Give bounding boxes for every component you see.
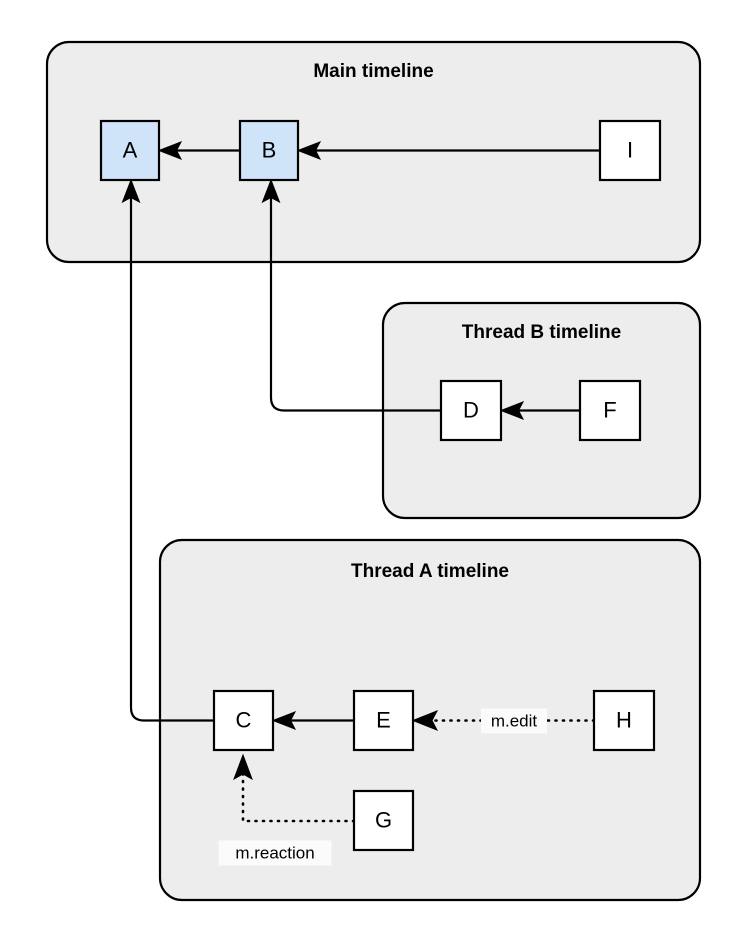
- node-i-label: I: [627, 137, 633, 162]
- node-i-box: [598, 119, 662, 182]
- node-c-box: [212, 689, 275, 752]
- node-f-box: [578, 379, 642, 442]
- node-g-box: [352, 789, 415, 852]
- node-e[interactable]: E: [352, 689, 415, 752]
- edge-b-to-a-arrowhead: [157, 141, 183, 160]
- container-thread-a-timeline-title: Thread A timeline: [351, 561, 509, 582]
- edge-g-to-c-label-bg: [218, 840, 332, 866]
- edge-d-to-b-arrowhead: [261, 178, 281, 204]
- node-g[interactable]: G: [352, 789, 415, 852]
- node-b-box: [238, 119, 300, 182]
- node-a-box: [99, 119, 161, 182]
- node-c[interactable]: C: [212, 689, 275, 752]
- container-thread-b-timeline-title: Thread B timeline: [462, 322, 621, 343]
- node-c-label: C: [236, 707, 252, 732]
- node-e-label: E: [376, 707, 391, 732]
- edge-h-to-e-label-bg: [481, 708, 547, 734]
- container-main-timeline-title: Main timeline: [313, 61, 433, 82]
- node-h-box: [592, 689, 656, 752]
- node-d-label: D: [463, 397, 479, 422]
- edge-i-to-b-arrowhead: [296, 141, 322, 160]
- node-b-label: B: [262, 137, 277, 162]
- edge-c-to-a-arrowhead: [121, 178, 141, 204]
- node-d[interactable]: D: [439, 379, 503, 442]
- edge-e-to-c-arrowhead: [271, 711, 297, 730]
- edge-g-to-c-arrowhead: [233, 753, 253, 781]
- container-main-timeline[interactable]: Main timeline: [45, 40, 702, 264]
- container-main-timeline-shape: [45, 40, 702, 264]
- edge-g-to-c-line: [241, 770, 356, 823]
- edge-c-to-a[interactable]: [121, 178, 215, 722]
- edge-g-to-c-label: m.reaction: [235, 843, 314, 862]
- node-a-label: A: [123, 137, 138, 162]
- edge-h-to-e-label: m.edit: [491, 711, 538, 730]
- edge-c-to-a-line: [129, 197, 214, 722]
- edge-e-to-c[interactable]: [271, 711, 354, 730]
- edge-d-to-b-line: [269, 197, 441, 412]
- edge-i-to-b[interactable]: [296, 141, 600, 160]
- edge-h-to-e-arrowhead: [411, 710, 439, 731]
- edge-h-to-e[interactable]: m.edit: [411, 708, 596, 734]
- edge-g-to-c[interactable]: m.reaction: [218, 753, 356, 866]
- edge-f-to-d-arrowhead: [499, 401, 525, 420]
- node-h[interactable]: H: [592, 689, 656, 752]
- node-g-label: G: [375, 807, 392, 832]
- node-h-label: H: [616, 707, 632, 732]
- node-f[interactable]: F: [578, 379, 642, 442]
- node-b[interactable]: B: [238, 119, 300, 182]
- node-d-box: [439, 379, 503, 442]
- node-e-box: [352, 689, 415, 752]
- node-i[interactable]: I: [598, 119, 662, 182]
- edge-d-to-b[interactable]: [261, 178, 442, 412]
- edge-b-to-a[interactable]: [157, 141, 240, 160]
- node-f-label: F: [603, 397, 616, 422]
- edge-f-to-d[interactable]: [499, 401, 580, 420]
- node-a[interactable]: A: [99, 119, 161, 182]
